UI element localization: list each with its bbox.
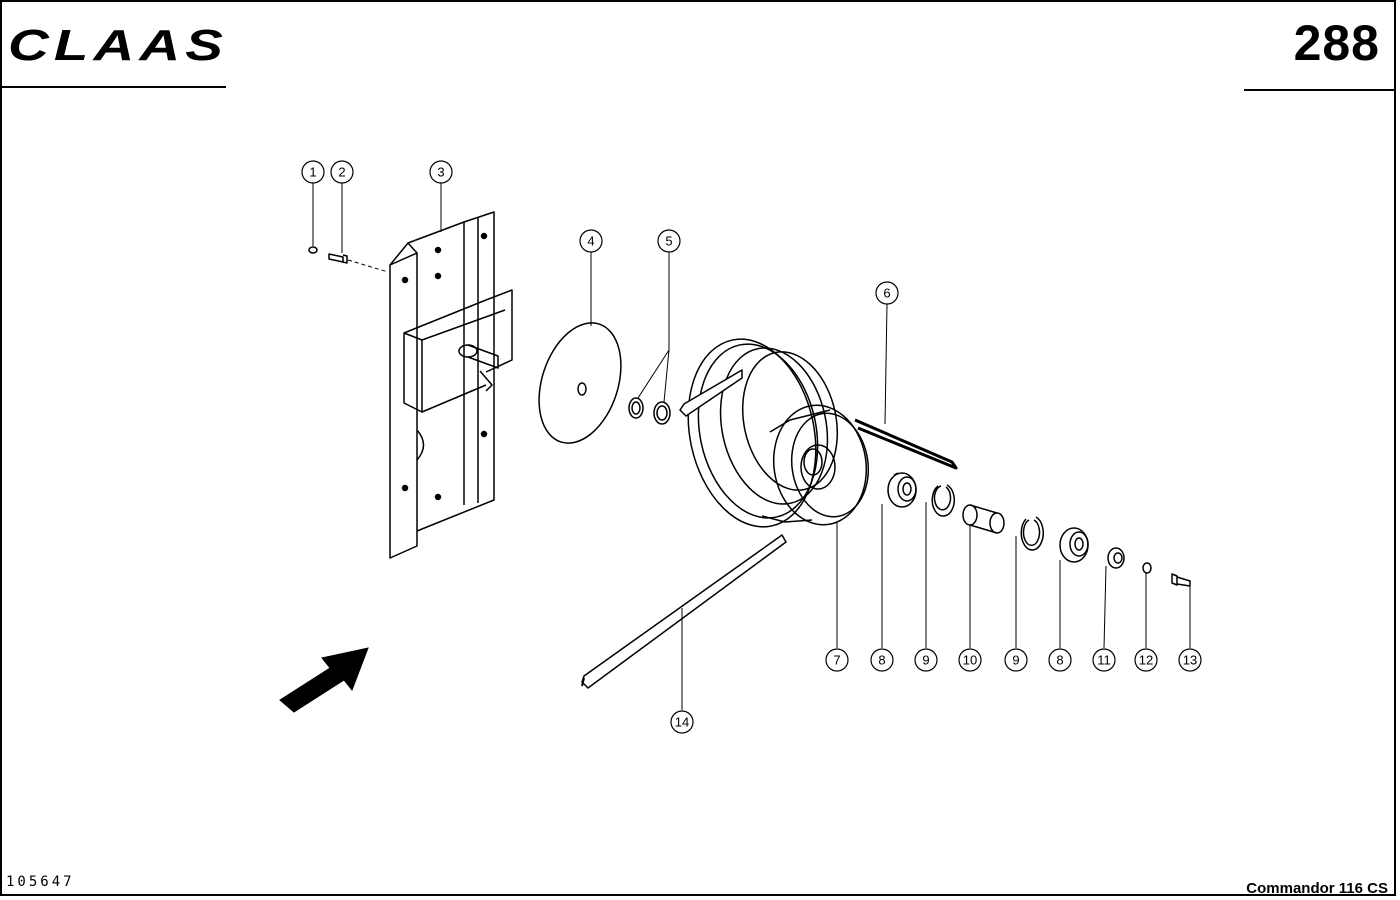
sleeve-part-10	[962, 504, 1005, 534]
svg-text:10: 10	[963, 653, 977, 668]
circlip-part-9-b	[1020, 516, 1044, 551]
callout-8-a: 8	[870, 648, 894, 672]
svg-text:8: 8	[1056, 653, 1063, 668]
page-number: 288	[1293, 15, 1380, 71]
callout-12: 12	[1134, 648, 1158, 672]
callout-9-b: 9	[1004, 648, 1028, 672]
callout-6: 6	[875, 281, 899, 305]
callout-11: 11	[1092, 648, 1116, 672]
svg-text:9: 9	[922, 653, 929, 668]
washer-pair-part-5	[628, 397, 671, 425]
svg-text:7: 7	[833, 653, 840, 668]
page-number-underline	[1244, 89, 1396, 91]
claas-logo: CLAAS	[8, 22, 228, 66]
callout-9-a: 9	[914, 648, 938, 672]
bolt-part-2	[328, 253, 348, 264]
pulley-part-7	[687, 338, 870, 528]
svg-text:4: 4	[587, 234, 594, 249]
svg-text:13: 13	[1183, 653, 1197, 668]
model-name: Commandor 116 CS	[1246, 880, 1388, 897]
bracket-plate-part-3	[389, 211, 513, 559]
bearing-part-8-b	[1059, 527, 1089, 563]
callout-14: 14	[670, 710, 694, 734]
callout-4: 4	[579, 229, 603, 253]
svg-text:8: 8	[878, 653, 885, 668]
bearing-part-8-a	[887, 472, 917, 508]
callout-leader-lines	[312, 183, 1191, 710]
callout-10: 10	[958, 648, 982, 672]
washer-part-12	[1142, 562, 1152, 574]
callout-2: 2	[330, 160, 354, 184]
svg-text:1: 1	[309, 165, 316, 180]
callout-3: 3	[429, 160, 453, 184]
bolt-part-13	[1171, 573, 1191, 587]
nut-part-11	[1107, 547, 1125, 569]
callout-7: 7	[825, 648, 849, 672]
svg-text:2: 2	[338, 165, 345, 180]
callout-13: 13	[1178, 648, 1202, 672]
callout-1: 1	[301, 160, 325, 184]
belt-lower-part-14	[581, 534, 787, 689]
direction-arrow-icon	[279, 647, 369, 713]
brand-underline	[2, 86, 226, 88]
svg-text:6: 6	[883, 286, 890, 301]
callout-5: 5	[657, 229, 681, 253]
svg-text:CLAAS: CLAAS	[8, 22, 228, 66]
svg-text:3: 3	[437, 165, 444, 180]
svg-text:9: 9	[1012, 653, 1019, 668]
callout-8-b: 8	[1048, 648, 1072, 672]
svg-text:5: 5	[665, 234, 672, 249]
disc-part-4	[538, 322, 622, 444]
svg-text:11: 11	[1097, 653, 1111, 668]
belt-upper-part-6	[679, 369, 958, 470]
svg-text:14: 14	[675, 715, 689, 730]
circlip-part-9-a	[931, 484, 956, 517]
document-number: 105647	[6, 874, 75, 890]
svg-text:12: 12	[1139, 653, 1153, 668]
washer-part-1	[308, 246, 318, 254]
